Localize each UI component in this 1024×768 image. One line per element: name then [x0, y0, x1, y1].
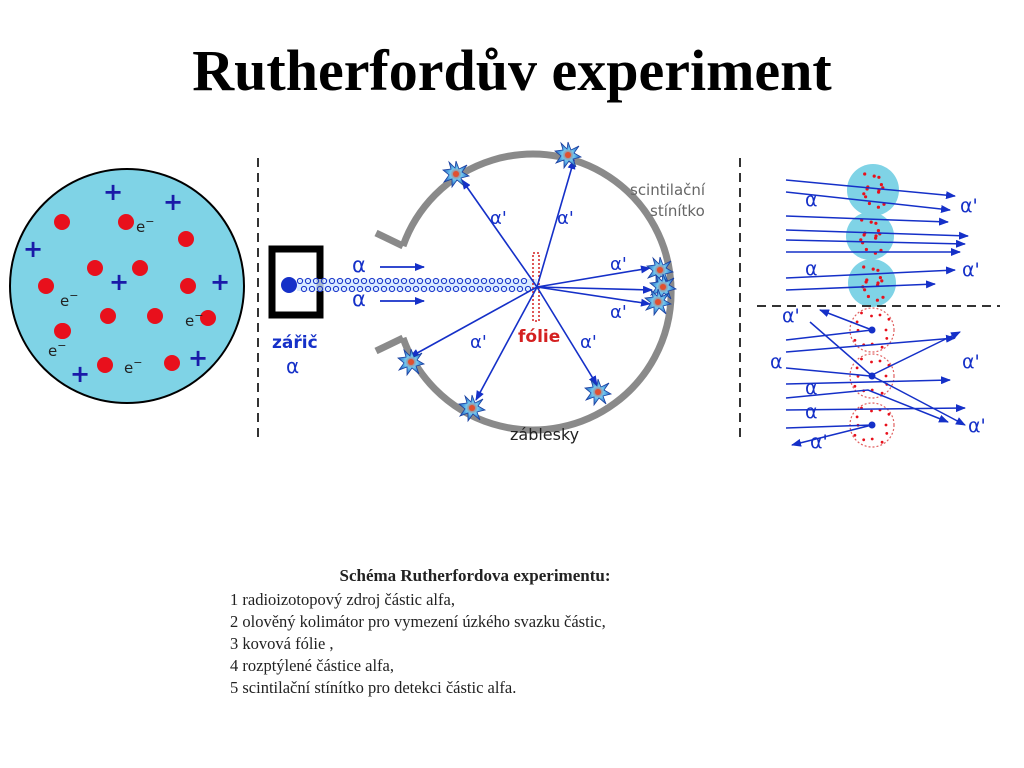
scattered-label-3: α': [610, 254, 627, 275]
scattered-label-6: α': [580, 332, 597, 353]
positive-charge: +: [70, 360, 90, 388]
electron-dot: [87, 260, 103, 276]
bottom-alpha-label-3: α: [805, 401, 818, 423]
electron-dot: [38, 278, 54, 294]
electron-dot: [54, 323, 70, 339]
top-scattered-label-1: α': [960, 195, 978, 217]
scattered-trajectories: [409, 159, 653, 401]
bottom-alpha-label-1: α: [770, 351, 783, 373]
alpha-label-top: α: [352, 253, 366, 277]
bottom-scattered-label-2: α': [962, 351, 980, 373]
screen-label-line2: stínítko: [650, 202, 705, 220]
alpha-beam: [296, 277, 537, 293]
positive-charge: +: [188, 344, 208, 372]
bottom-scattered-label-4: α': [810, 431, 828, 453]
legend-heading: Schéma Rutherfordova experimentu:: [339, 566, 611, 585]
electron-dot: [54, 214, 70, 230]
scintillation-screen: [399, 150, 675, 434]
legend-item: 4 rozptýlené částice alfa,: [230, 656, 394, 675]
flashes-label: záblesky: [510, 425, 579, 444]
atomic-scattering-view: α α α' α' α' α α α α' α' α': [757, 164, 1000, 453]
electron-dot: [147, 308, 163, 324]
electron-dot: [164, 355, 180, 371]
electron-dot: [132, 260, 148, 276]
legend-item: 5 scintilační stínítko pro detekci části…: [230, 678, 517, 697]
thomson-atom-model: +++++++ e−e−e−e−e−: [9, 168, 245, 404]
scattered-label-2: α': [557, 208, 574, 229]
electron-dot: [100, 308, 116, 324]
bottom-alpha-label-2: α: [805, 377, 818, 399]
legend-item: 1 radioizotopový zdroj částic alfa,: [230, 590, 455, 609]
electron-dot: [200, 310, 216, 326]
positive-charge: +: [23, 235, 43, 263]
source-alpha-label: α: [286, 354, 299, 378]
rutherford-atoms-row: [849, 307, 895, 448]
source-label: zářič: [272, 333, 318, 353]
atom-electrons: [38, 214, 216, 373]
legend-item: 3 kovová fólie ,: [230, 634, 334, 653]
slide-title: Rutherfordův experiment: [192, 38, 832, 103]
positive-charge: +: [103, 178, 123, 206]
positive-charge: +: [210, 268, 230, 296]
positive-charge: +: [109, 268, 129, 296]
foil-label: fólie: [518, 327, 560, 347]
screen-label-line1: scintilační: [630, 181, 706, 199]
alpha-label-bottom: α: [352, 287, 366, 311]
top-alpha-label-1: α: [805, 189, 818, 211]
electron-dot: [118, 214, 134, 230]
bottom-scattered-label-1: α': [782, 305, 800, 327]
legend: Schéma Rutherfordova experimentu: 1 radi…: [230, 566, 790, 699]
top-alpha-label-2: α: [805, 258, 818, 280]
scattered-label-4: α': [610, 302, 627, 323]
radiation-source: [281, 277, 297, 293]
atom-positive-charges: + + + + + + +: [23, 178, 230, 388]
top-scattered-label-2: α': [962, 259, 980, 281]
positive-charge: +: [163, 188, 183, 216]
electron-dot: [180, 278, 196, 294]
atom-sphere: [9, 168, 245, 404]
scattered-label-5: α': [470, 332, 487, 353]
bottom-scattered-label-3: α': [968, 415, 986, 437]
electron-dot: [97, 357, 113, 373]
scattered-label-1: α': [490, 208, 507, 229]
legend-item: 2 olověný kolimátor pro vymezení úzkého …: [230, 612, 606, 631]
electron-dot: [178, 231, 194, 247]
experiment-setup: α α zářič α fólie scintilační stínítko z…: [268, 141, 706, 444]
